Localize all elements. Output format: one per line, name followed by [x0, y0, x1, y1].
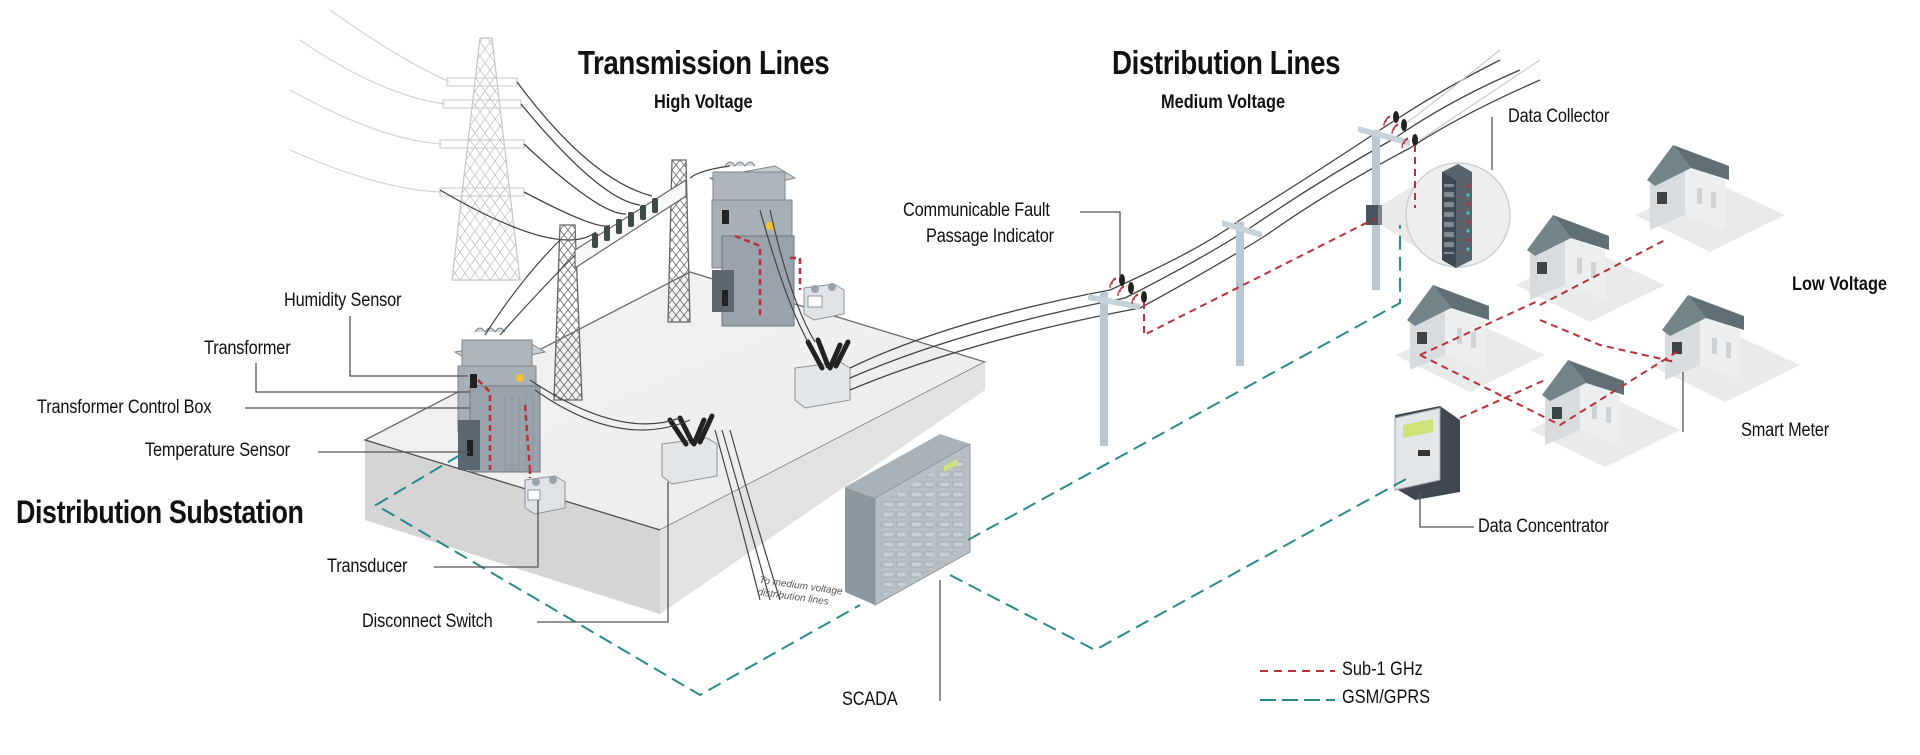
scada-panel-modules: [880, 455, 966, 598]
house-5: [1530, 360, 1680, 467]
substation-gantry: [553, 159, 691, 401]
low-voltage-label: Low Voltage: [1792, 274, 1888, 295]
label-smart-meter: Smart Meter: [1741, 420, 1830, 441]
pole3-indicators: [1393, 111, 1418, 146]
leader-lines: [245, 117, 1684, 701]
data-concentrator: [1394, 406, 1460, 500]
legend-swatches: [1260, 670, 1335, 701]
disconnect-switch-back: [794, 337, 851, 409]
utility-pole-2: [1222, 220, 1262, 366]
scada-cabinet: [845, 434, 971, 606]
label-temperature-sensor: Temperature Sensor: [145, 440, 290, 461]
label-data-concentrator: Data Concentrator: [1478, 516, 1609, 537]
transducer-front: [524, 470, 566, 515]
transmission-tower-background: [289, 9, 525, 281]
fault-indicator-signal-icons: [1109, 277, 1139, 305]
utility-pole-1: [1088, 292, 1140, 446]
transmission-lines-title: Transmission Lines: [578, 44, 830, 81]
transformer-back: [708, 161, 802, 327]
high-voltage-subtitle: High Voltage: [654, 92, 753, 113]
legend-item-sub1ghz: Sub-1 GHz: [1342, 659, 1423, 680]
disconnect-switch-front: [661, 413, 718, 485]
house-4: [1650, 295, 1800, 402]
label-transducer: Transducer: [327, 556, 408, 577]
label-transformer-control-box: Transformer Control Box: [37, 397, 212, 418]
data-collector-magnifier: [1405, 162, 1511, 268]
distribution-lines-title: Distribution Lines: [1112, 44, 1341, 81]
high-voltage-wires: [439, 81, 653, 241]
house-2: [1515, 215, 1665, 322]
label-transformer: Transformer: [204, 338, 291, 359]
label-data-collector: Data Collector: [1508, 106, 1610, 127]
transformer-front: [453, 327, 547, 473]
medium-voltage-wires-faded: [1399, 49, 1541, 141]
pole3-signal-icons: [1383, 115, 1409, 149]
medium-voltage-subtitle: Medium Voltage: [1161, 92, 1286, 113]
transducer-back: [803, 283, 845, 321]
sub1ghz-links: [1143, 145, 1681, 427]
gsm-gprs-links: [374, 225, 1409, 697]
label-humidity-sensor: Humidity Sensor: [284, 290, 402, 311]
label-fault-indicator-line2: Passage Indicator: [926, 226, 1054, 247]
house-3: [1395, 285, 1545, 392]
legend-item-gsm-gprs: GSM/GPRS: [1342, 687, 1431, 708]
label-disconnect-switch: Disconnect Switch: [362, 611, 493, 632]
substation-wires: [484, 165, 816, 601]
label-fault-indicator-line1: Communicable Fault: [903, 200, 1050, 221]
fault-passage-indicators: [1119, 274, 1147, 303]
house-1: [1635, 145, 1785, 252]
distribution-substation-title: Distribution Substation: [16, 494, 304, 530]
label-scada: SCADA: [842, 689, 898, 710]
